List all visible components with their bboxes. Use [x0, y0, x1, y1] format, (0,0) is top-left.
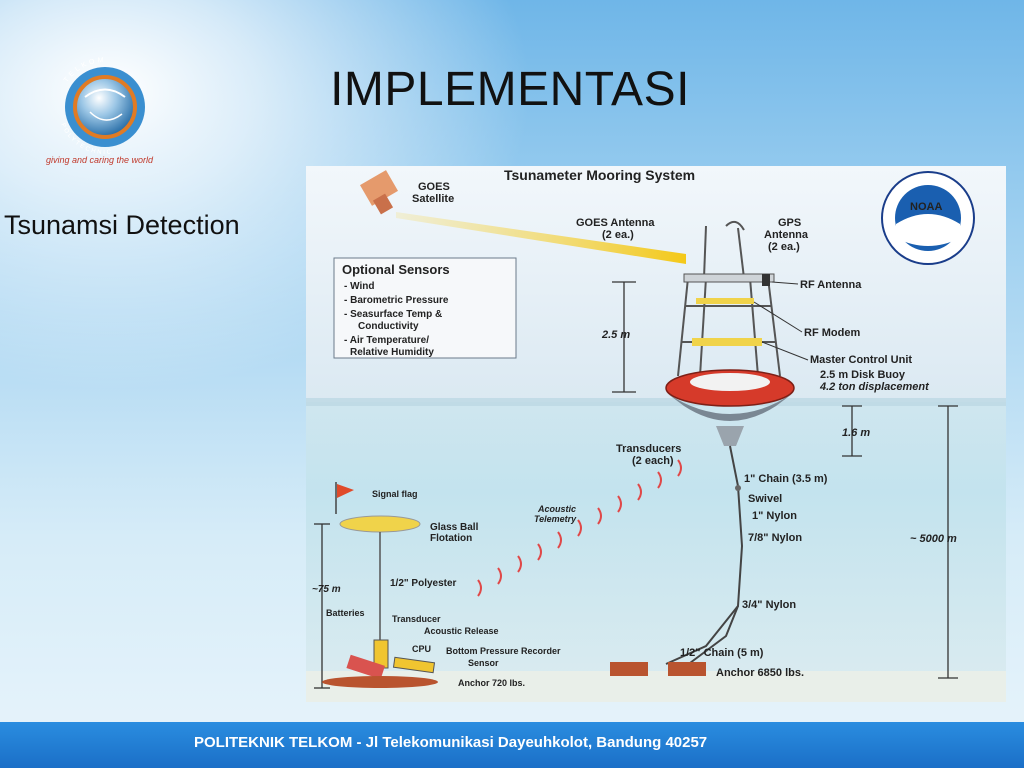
signal-flag-icon — [337, 484, 354, 498]
signal-flag-label: Signal flag — [372, 489, 418, 499]
acoustic-label-1: Acoustic — [537, 504, 576, 514]
goes-satellite-label-2: Satellite — [412, 193, 454, 205]
anchor-big-label: Anchor 6850 lbs. — [716, 667, 804, 679]
sea-surface — [306, 398, 1006, 406]
disk-buoy-top — [690, 373, 770, 391]
sensor-item: - Wind — [344, 281, 374, 292]
sea-floor — [306, 671, 1006, 702]
chain-top-label: 1" Chain (3.5 m) — [744, 473, 828, 485]
mooring-diagram: Tsunameter Mooring System NOAA GOES Sate… — [306, 166, 1006, 702]
mooring-line — [665, 445, 744, 665]
master-control-unit-label: Master Control Unit — [810, 354, 912, 366]
battery-pack — [346, 654, 385, 680]
sensor-item: - Air Temperature/ — [344, 335, 429, 346]
sensor-label: Sensor — [468, 658, 499, 668]
anchor-small — [322, 676, 438, 688]
gps-antenna-label-3: (2 ea.) — [768, 241, 800, 253]
buoy-hull — [668, 394, 792, 421]
noaa-text: NOAA — [910, 201, 942, 213]
optional-sensors-box: Optional Sensors - Wind - Barometric Pre… — [333, 257, 517, 359]
cpu-label: CPU — [412, 644, 431, 654]
chain-bottom-label: 1/2" Chain (5 m) — [680, 647, 764, 659]
pressure-sensor — [392, 656, 436, 674]
disk-buoy-label: 2.5 m Disk Buoy — [820, 369, 906, 381]
rf-modem-box — [696, 298, 754, 304]
buoy-top-platform — [683, 273, 775, 283]
height-1-6m-label: 1.6 m — [842, 427, 870, 439]
mooring-diagram-svg: Tsunameter Mooring System NOAA GOES Sate… — [306, 166, 1006, 702]
sensor-item: Conductivity — [358, 321, 419, 332]
sea-area — [306, 402, 1006, 702]
optional-sensors-heading: Optional Sensors — [342, 262, 450, 277]
anchor-block-right — [668, 662, 706, 676]
rf-antenna-pointer — [771, 281, 799, 285]
bpr-label: Bottom Pressure Recorder — [446, 646, 561, 656]
rf-antenna-mast — [762, 274, 770, 286]
sensor-item: Relative Humidity — [350, 347, 434, 358]
nylon-34-label: 3/4" Nylon — [742, 599, 796, 611]
master-control-unit-box — [692, 338, 762, 346]
swivel-label: Swivel — [748, 493, 782, 505]
transducers-label-1: Transducers — [616, 443, 681, 455]
footer-bar — [0, 722, 1024, 768]
nylon-1-label: 1" Nylon — [752, 510, 797, 522]
rf-modem-label: RF Modem — [804, 327, 860, 339]
noaa-logo: NOAA — [881, 171, 975, 265]
diagram-title: Tsunameter Mooring System — [504, 167, 695, 183]
slide-subtitle: Tsunamsi Detection — [4, 210, 240, 240]
goes-antenna-label-1: GOES Antenna — [576, 217, 655, 229]
glass-ball-label-2: Flotation — [430, 533, 472, 544]
sensor-item: - Barometric Pressure — [344, 295, 449, 306]
rf-antenna-label: RF Antenna — [800, 279, 862, 291]
satellite-beam — [396, 212, 686, 264]
acoustic-label-2: Telemetry — [534, 514, 577, 524]
height-1-6m-marker — [842, 405, 862, 457]
anchor-block-left — [610, 662, 648, 676]
footer-text: POLITEKNIK TELKOM - Jl Telekomunikasi Da… — [194, 734, 708, 751]
glass-ball-label-1: Glass Ball — [430, 522, 479, 533]
telkom-polytechnic-logo: TELKOM POLYTECHNIC — [59, 57, 145, 156]
rf-modem-pointer — [753, 301, 803, 333]
master-control-pointer — [761, 341, 809, 361]
depth-75m-label: ~75 m — [312, 584, 341, 595]
transducer-housing — [716, 426, 744, 446]
goes-satellite-label-1: GOES — [418, 181, 450, 193]
anchor-small-label: Anchor 720 lbs. — [458, 678, 525, 688]
glass-ball-flotation — [339, 515, 421, 533]
slide-title: IMPLEMENTASI — [330, 63, 690, 116]
sensor-item: - Seasurface Temp & — [344, 309, 442, 320]
acoustic-release-label: Acoustic Release — [424, 626, 499, 636]
transducer-label: Transducer — [392, 614, 441, 624]
acoustic-telemetry-waves — [477, 459, 682, 597]
displacement-label: 4.2 ton displacement — [819, 381, 930, 393]
logo-tagline: giving and caring the world — [46, 155, 154, 165]
height-2-5m-marker — [612, 281, 636, 393]
goes-antenna-label-2: (2 ea.) — [602, 229, 634, 241]
transducers-label-2: (2 each) — [632, 455, 674, 467]
swivel-icon — [735, 485, 741, 491]
goes-satellite-icon — [360, 170, 398, 215]
polyester-label: 1/2" Polyester — [390, 578, 457, 589]
gps-antenna-label-2: Antenna — [764, 229, 809, 241]
nylon-78-label: 7/8" Nylon — [748, 532, 802, 544]
gps-antenna-label-1: GPS — [778, 217, 801, 229]
batteries-label: Batteries — [326, 608, 365, 618]
depth-5000m-label: ~ 5000 m — [910, 533, 957, 545]
depth-5000m-marker — [938, 405, 958, 679]
depth-75m-marker — [314, 523, 330, 689]
mooring-line-lower — [685, 605, 739, 667]
height-2-5m-label: 2.5 m — [601, 329, 630, 341]
